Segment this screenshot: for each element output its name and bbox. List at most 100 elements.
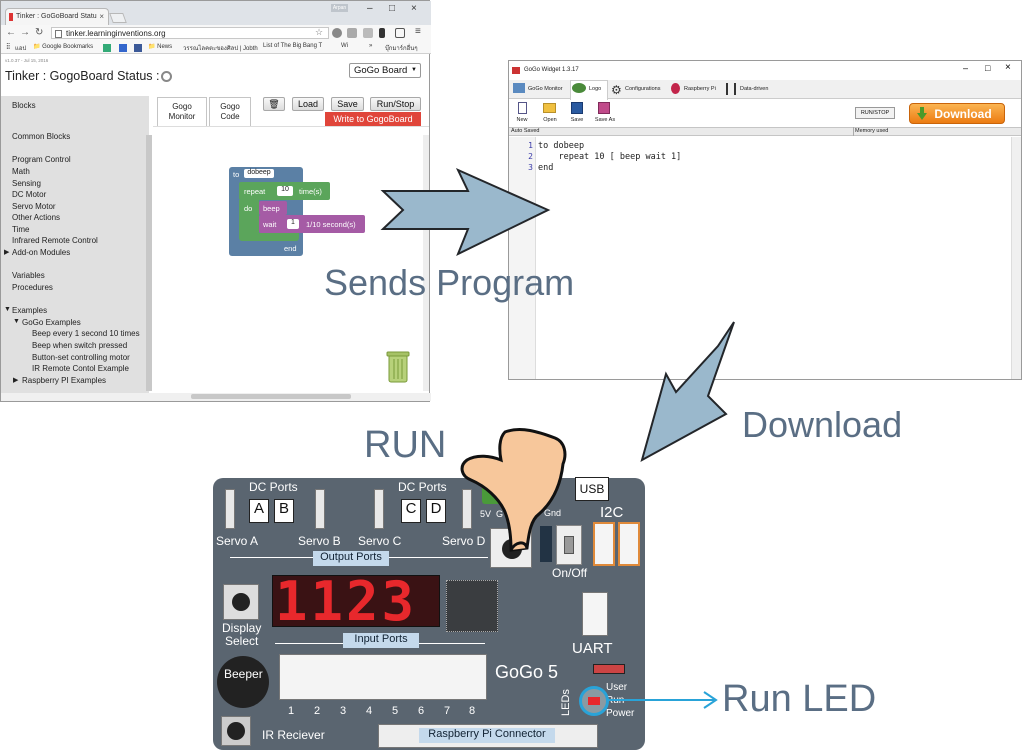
bookmarks-overflow[interactable]: » <box>369 43 373 49</box>
display-select-button[interactable] <box>223 584 259 620</box>
other-bookmarks[interactable]: บุ๊กมาร์กอื่นๆ <box>385 46 418 52</box>
sidebar-item[interactable]: Program Control <box>12 155 71 164</box>
code-line[interactable]: repeat 10 [ beep wait 1] <box>538 152 682 162</box>
menu-icon[interactable]: ≡ <box>415 26 421 37</box>
sidebar-item[interactable]: Math <box>12 167 30 176</box>
open-button-label[interactable]: Open <box>543 117 557 123</box>
pen-icon[interactable] <box>379 28 385 38</box>
minimize-icon[interactable]: – <box>963 63 969 73</box>
tab-gogo-code[interactable]: Gogo Code <box>209 97 251 127</box>
open-folder-icon[interactable] <box>543 103 556 113</box>
minimize-icon[interactable]: – <box>367 3 373 14</box>
sidebar-item-procedures[interactable]: Procedures <box>12 283 53 292</box>
new-file-icon[interactable] <box>518 102 527 114</box>
trash-button[interactable]: 🗑 <box>263 97 285 111</box>
bookmark-item[interactable]: Wi <box>341 43 348 49</box>
apps-icon[interactable]: ⣿ <box>6 44 11 50</box>
facebook-icon[interactable] <box>134 44 142 52</box>
horizontal-scrollbar[interactable] <box>1 393 431 401</box>
expand-icon[interactable]: ▶ <box>13 377 19 384</box>
monitor-icon <box>513 83 525 93</box>
on-off-switch[interactable] <box>556 525 582 565</box>
new-button-label[interactable]: New <box>516 117 528 123</box>
tab-close-icon[interactable]: × <box>99 12 104 21</box>
sidebar-item[interactable]: Sensing <box>12 179 41 188</box>
save-button[interactable]: Save <box>331 97 364 111</box>
wait-block[interactable] <box>259 215 365 233</box>
save-disk-icon[interactable] <box>571 102 583 114</box>
servo-a-header <box>225 489 235 529</box>
repeat-count-field[interactable]: 10 <box>277 186 293 196</box>
bookmark-item[interactable]: 📁 Google Bookmarks <box>33 44 94 50</box>
bookmark-item[interactable]: 📁 News <box>148 44 173 50</box>
sidebar-item[interactable]: Infrared Remote Control <box>12 236 98 245</box>
sidebar-item-gogo-examples[interactable]: GoGo Examples <box>22 318 81 327</box>
cast-icon[interactable] <box>395 28 405 38</box>
close-icon[interactable]: × <box>1005 62 1011 73</box>
example-item[interactable]: IR Remote Contol Example <box>32 364 129 373</box>
forward-icon[interactable]: → <box>20 27 30 38</box>
sidebar-item[interactable]: Other Actions <box>12 213 61 222</box>
sidebar-item-addon[interactable]: Add-on Modules <box>12 248 71 257</box>
bookmark-item[interactable]: List of The Big Bang T <box>263 43 323 49</box>
expand-icon[interactable]: ▶ <box>4 249 10 256</box>
wait-count-field[interactable]: 1 <box>287 219 299 229</box>
display-select-label: Display Select <box>222 621 262 648</box>
run-stop-button[interactable]: RUN/STOP <box>855 107 895 119</box>
sidebar-scrollbar[interactable] <box>146 135 152 391</box>
url-input[interactable]: tinker.learninginventions.org <box>51 27 329 39</box>
line-number: 1 <box>528 141 533 150</box>
user-badge[interactable]: Arpan <box>331 4 348 12</box>
maximize-icon[interactable]: □ <box>985 63 991 73</box>
browser-tab[interactable]: Tinker : GoGoBoard Statu × <box>5 8 109 25</box>
collapse-icon[interactable]: ▼ <box>13 318 20 325</box>
collapse-icon[interactable]: ▼ <box>4 306 11 313</box>
reload-icon[interactable]: ↻ <box>35 27 44 38</box>
canvas-scrollbar[interactable] <box>423 135 429 391</box>
code-line[interactable]: end <box>538 163 554 173</box>
extension-icon[interactable] <box>363 28 373 38</box>
i2c-label: I2C <box>600 504 624 521</box>
sidebar-item-examples[interactable]: Examples <box>12 306 48 315</box>
tab-configurations[interactable]: Configurations <box>625 86 661 92</box>
procedure-name-field[interactable]: dobeep <box>244 169 274 178</box>
beep-block[interactable] <box>259 201 287 215</box>
rpi-connector-label: Raspberry Pi Connector <box>419 728 555 743</box>
bookmark-icon[interactable] <box>119 44 127 52</box>
save-as-button-label[interactable]: Save As <box>594 117 616 123</box>
bookmark-item[interactable]: วรรณไลคตะของศิลป | Jobth <box>183 46 258 52</box>
back-icon[interactable]: ← <box>6 27 16 38</box>
save-as-icon[interactable] <box>598 102 610 114</box>
example-item[interactable]: Beep when switch pressed <box>32 341 128 350</box>
star-icon[interactable]: ☆ <box>315 27 324 37</box>
trashcan-icon[interactable] <box>385 349 411 383</box>
save-button-label[interactable]: Save <box>570 117 584 123</box>
sidebar-item-variables[interactable]: Variables <box>12 271 45 280</box>
download-button[interactable]: Download <box>909 103 1005 124</box>
i2c-connector-2 <box>618 522 640 566</box>
load-button[interactable]: Load <box>292 97 324 111</box>
code-line[interactable]: to dobeep <box>538 141 585 151</box>
write-to-gogoboard-button[interactable]: Write to GogoBoard <box>325 112 421 126</box>
bookmark-item[interactable]: แอป <box>15 46 27 52</box>
extension-icon[interactable] <box>347 28 357 38</box>
example-item[interactable]: Beep every 1 second 10 times <box>32 329 140 338</box>
tab-gogo-monitor[interactable]: GoGo Monitor <box>528 86 563 92</box>
extension-icon[interactable] <box>332 28 342 38</box>
sidebar-item-common[interactable]: Common Blocks <box>12 132 71 141</box>
board-select[interactable]: GoGo Board ▼ <box>349 63 421 78</box>
sidebar-item-rpi-examples[interactable]: Raspberry PI Examples <box>22 376 107 385</box>
tab-gogo-monitor[interactable]: Gogo Monitor <box>157 97 207 127</box>
maximize-icon[interactable]: □ <box>389 3 396 14</box>
editor-scrollbar[interactable] <box>1011 137 1021 379</box>
run-stop-button[interactable]: Run/Stop <box>370 97 421 111</box>
close-icon[interactable]: × <box>411 3 417 14</box>
sidebar-item[interactable]: DC Motor <box>12 190 47 199</box>
sidebar-item[interactable]: Time <box>12 225 30 234</box>
bookmark-icon[interactable] <box>103 44 111 52</box>
tab-data-driven[interactable]: Data-driven <box>740 86 769 92</box>
sidebar-item[interactable]: Servo Motor <box>12 202 56 211</box>
tab-raspberry-pi[interactable]: Raspberry Pi <box>684 86 716 92</box>
gogo5-label: GoGo 5 <box>495 662 559 682</box>
example-item[interactable]: Button-set controlling motor <box>32 353 130 362</box>
